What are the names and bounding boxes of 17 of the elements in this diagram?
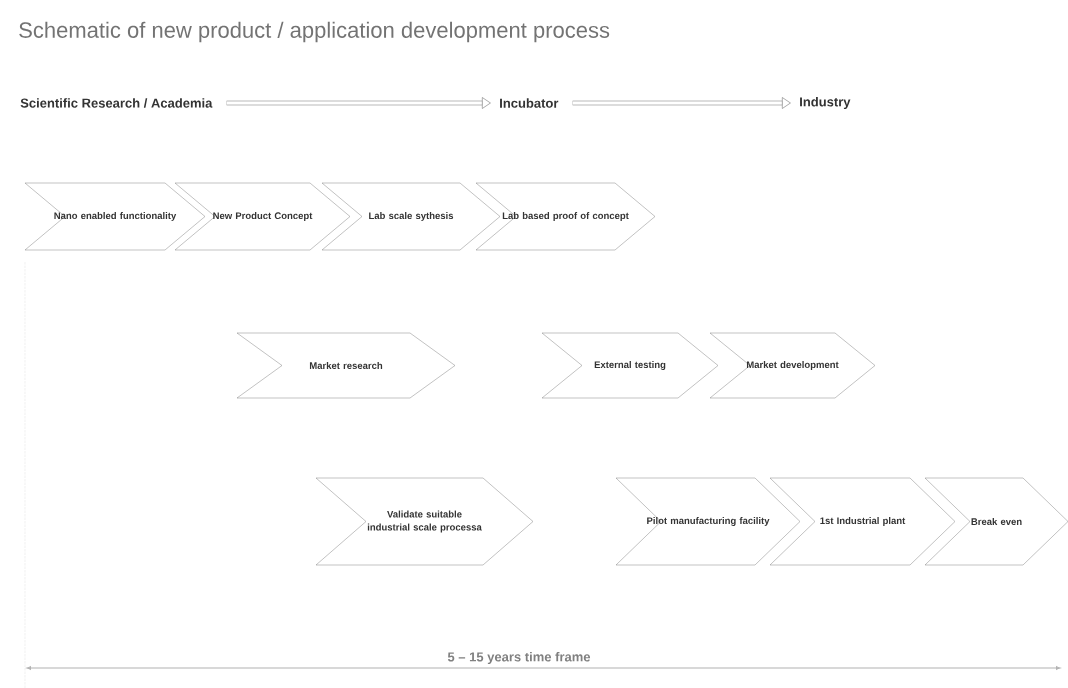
chevron-step: Break even [924, 477, 1068, 566]
stage-label: Incubator [500, 98, 559, 108]
title: Schematic of new product / application development process [19, 21, 610, 43]
stage-label: Industry [800, 96, 851, 110]
chevron-step: Lab based proof of concept [475, 182, 656, 251]
chevron-step: Market development [709, 332, 876, 399]
chevron-step: 1st Industrial plant [769, 477, 956, 566]
chevron-step: Market research [236, 332, 456, 399]
chevron-step: Validate suitable industrial scale processa [315, 477, 534, 566]
stage-label: Scientific Research / Academia [20, 98, 213, 108]
chevron-step: Pilot manufacturing facility [615, 477, 801, 566]
timeframe-label: 5 – 15 years time frame [447, 651, 591, 665]
chevron-step: Nano enabled functionality [24, 182, 206, 251]
chevron-step: External testing [541, 332, 719, 399]
block-arrow [226, 97, 491, 109]
chevron-step: Lab scale sythesis [321, 182, 501, 251]
block-arrow [572, 97, 791, 109]
